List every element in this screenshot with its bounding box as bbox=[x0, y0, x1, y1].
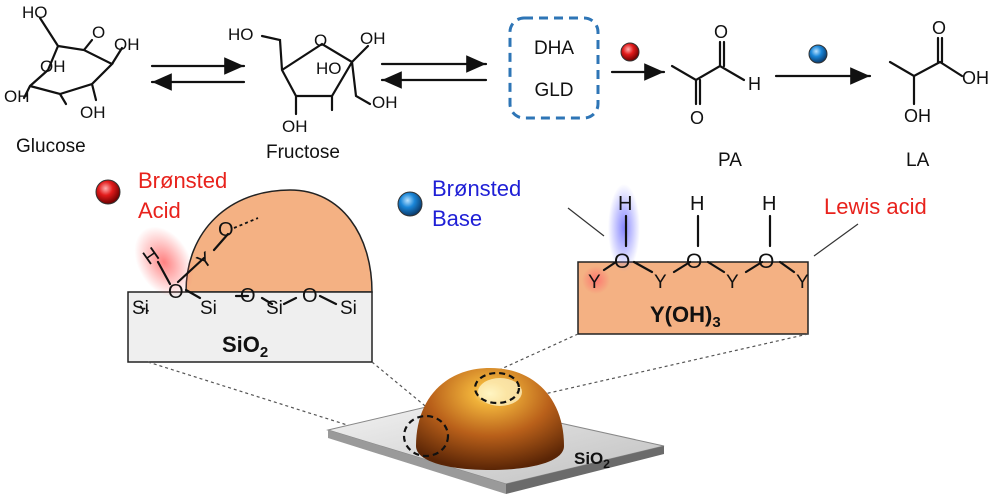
slab-side-left bbox=[328, 430, 506, 494]
intermediate-dha: DHA bbox=[534, 38, 574, 59]
bronsted-acid-line2: Acid bbox=[138, 198, 181, 223]
y-oh3-h-3: H bbox=[762, 193, 776, 215]
glucose-oh-bottom: OH bbox=[80, 103, 106, 122]
bronsted-acid-label: Brønsted Acid bbox=[95, 168, 227, 223]
fructose-oh-top: OH bbox=[360, 29, 386, 48]
la-oh-bottom: OH bbox=[904, 106, 931, 126]
pa-label: PA bbox=[718, 150, 742, 171]
la-structure: O OH OH LA bbox=[888, 18, 989, 171]
la-label: LA bbox=[906, 150, 930, 171]
bronsted-base-line1: Brønsted bbox=[432, 176, 521, 201]
particle-o: O bbox=[218, 219, 234, 241]
glucose-oh-left: OH bbox=[4, 87, 30, 106]
pa-o-top: O bbox=[714, 22, 728, 42]
y-oh3-panel-title: Y(OH)3 bbox=[650, 302, 721, 331]
y-oh3-y-4: Y bbox=[796, 272, 809, 293]
acid-ball-icon bbox=[95, 179, 121, 205]
acid-site-glow bbox=[134, 226, 194, 298]
si-label-2: Si bbox=[200, 298, 217, 319]
guide-line-3 bbox=[489, 333, 579, 375]
y-oh3-y-2: Y bbox=[654, 272, 667, 293]
pa-o-bottom: O bbox=[690, 108, 704, 128]
base-pointer-line bbox=[567, 207, 605, 237]
slab-side-right bbox=[506, 446, 664, 494]
fructose-oh-right: OH bbox=[372, 93, 398, 112]
y-oh3-slab bbox=[577, 261, 809, 335]
lewis-acid-label: Lewis acid bbox=[813, 194, 927, 257]
base-ball-icon bbox=[397, 191, 423, 217]
guide-line-2 bbox=[371, 361, 431, 411]
acid-site-o: O bbox=[168, 281, 184, 303]
bronsted-base-line2: Base bbox=[432, 206, 482, 231]
pa-h: H bbox=[748, 74, 761, 94]
base-catalyst-ball-icon bbox=[808, 44, 828, 64]
y-oh3-h-2: H bbox=[690, 193, 704, 215]
guide-line-4 bbox=[517, 333, 809, 401]
glucose-ring-o: O bbox=[92, 23, 105, 42]
glucose-label: Glucose bbox=[16, 136, 86, 157]
equilibrium-arrow-1 bbox=[150, 57, 246, 91]
particle-dome bbox=[416, 368, 564, 470]
lewis-site-glow bbox=[582, 266, 610, 294]
la-oh-right: OH bbox=[962, 68, 989, 88]
la-o-top: O bbox=[932, 18, 946, 38]
arrow-to-pa bbox=[610, 42, 666, 81]
support-label: SiO2 bbox=[574, 449, 610, 471]
bronsted-base-label: Brønsted Base bbox=[397, 176, 605, 237]
bronsted-acid-line1: Brønsted bbox=[138, 168, 227, 193]
sio2-slab bbox=[127, 291, 373, 363]
acid-catalyst-ball-icon bbox=[620, 42, 640, 62]
si-label-4: Si bbox=[340, 298, 357, 319]
fructose-label: Fructose bbox=[266, 142, 340, 163]
sio2-panel-title: SiO2 bbox=[222, 332, 268, 361]
support-and-particle: SiO2 bbox=[147, 333, 809, 494]
fructose-structure: HO O OH HO OH OH Fructose bbox=[228, 25, 398, 163]
glucose-oh-mid: OH bbox=[40, 57, 66, 76]
arrow-to-la bbox=[774, 44, 872, 85]
y-oh3-o-3: O bbox=[758, 250, 774, 273]
glucose-ho-top: HO bbox=[22, 3, 48, 22]
bridge-o-2: O bbox=[302, 285, 318, 307]
y-oh3-y-1: Y bbox=[588, 272, 601, 293]
base-site-glow bbox=[608, 184, 640, 272]
sio2-panel: H O Y O Si Si O Si O Si SiO2 bbox=[127, 189, 373, 363]
interface-circle-top bbox=[473, 371, 521, 405]
y-oh3-o-2: O bbox=[686, 250, 702, 273]
lewis-acid-text: Lewis acid bbox=[824, 194, 927, 219]
fructose-ho-ring: HO bbox=[316, 59, 342, 78]
lewis-pointer-line bbox=[813, 223, 859, 257]
y-oh3-panel: H H H O O O Y Y Y Y Y(OH)3 bbox=[577, 184, 809, 335]
fructose-ho-top: HO bbox=[228, 25, 254, 44]
glucose-oh-right: OH bbox=[114, 35, 140, 54]
fructose-ring-o: O bbox=[314, 31, 327, 50]
intermediate-gld: GLD bbox=[534, 80, 573, 101]
y-oh3-h-1: H bbox=[618, 193, 632, 215]
dha-gld-box: DHA GLD bbox=[508, 16, 600, 120]
si-label-3: Si bbox=[266, 298, 283, 319]
interface-circle-left bbox=[402, 414, 450, 458]
pa-structure: O H O PA bbox=[670, 22, 761, 171]
fructose-oh-left: OH bbox=[282, 117, 308, 136]
yttrium-particle bbox=[185, 189, 373, 293]
si-label-1: Si bbox=[132, 298, 149, 319]
glucose-structure: HO O OH OH OH OH Glucose bbox=[4, 3, 140, 157]
bridge-o-1: O bbox=[240, 285, 256, 307]
equilibrium-arrow-2 bbox=[380, 55, 488, 89]
y-oh3-o-1: O bbox=[614, 250, 630, 273]
y-oh3-y-3: Y bbox=[726, 272, 739, 293]
dashed-box bbox=[508, 16, 600, 120]
